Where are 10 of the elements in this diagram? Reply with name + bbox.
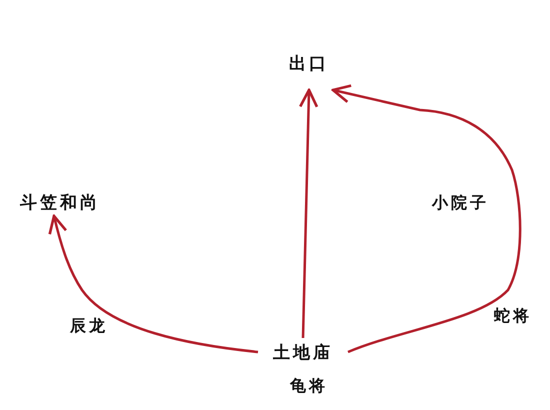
route-label: 小院子 [432, 193, 489, 214]
arrow [298, 88, 318, 338]
arrow [332, 84, 522, 354]
place-name: 土地庙 [273, 342, 333, 364]
place-name: 斗笠和尚 [20, 192, 100, 214]
route-label: 辰龙 [70, 316, 108, 337]
place-name: 出口 [289, 53, 329, 75]
arrow [48, 214, 258, 354]
route-label: 龟将 [290, 376, 328, 397]
route-label: 蛇将 [494, 306, 532, 327]
